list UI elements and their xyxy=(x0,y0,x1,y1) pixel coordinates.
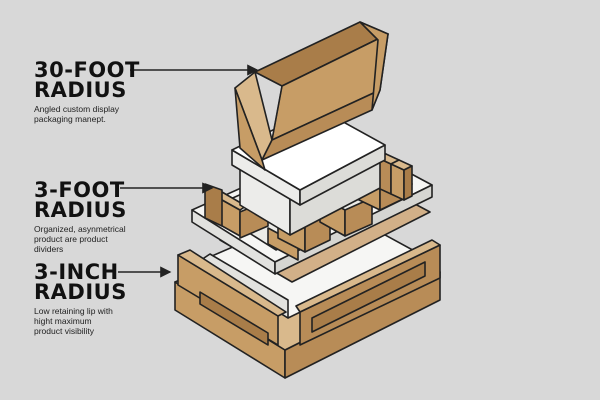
callout-top-description: Angled custom display packaging manept. xyxy=(34,104,120,124)
base-front-lip-right-top xyxy=(295,239,441,313)
callout-bottom: 3-INCH RADIUS Low retaining lip with hig… xyxy=(34,260,194,337)
header-right-edge xyxy=(359,21,389,111)
header-fold-line xyxy=(254,71,283,141)
callout-bottom-title: 3-INCH RADIUS xyxy=(34,260,127,304)
top-tier-header xyxy=(234,21,389,171)
header-side xyxy=(234,87,266,171)
callout-middle-title: 3-FOOT RADIUS xyxy=(34,178,127,222)
callout-top-title: 30-FOOT RADIUS xyxy=(34,58,140,102)
callout-middle: 3-FOOT RADIUS Organized, asynmetrical pr… xyxy=(34,178,194,255)
divider-left-end xyxy=(204,183,223,227)
callout-bottom-description: Low retaining lip with hight maximum pro… xyxy=(34,306,113,336)
product-box-3-side xyxy=(403,165,413,201)
callout-top: 30-FOOT RADIUS Angled custom display pac… xyxy=(34,58,194,125)
base-front-lip-left-top xyxy=(177,249,287,317)
base-socket-left xyxy=(199,291,269,346)
center-pedestal xyxy=(231,107,386,236)
base-socket-right xyxy=(311,261,426,333)
callout-middle-description: Organized, asynmetrical product are prod… xyxy=(34,224,126,254)
